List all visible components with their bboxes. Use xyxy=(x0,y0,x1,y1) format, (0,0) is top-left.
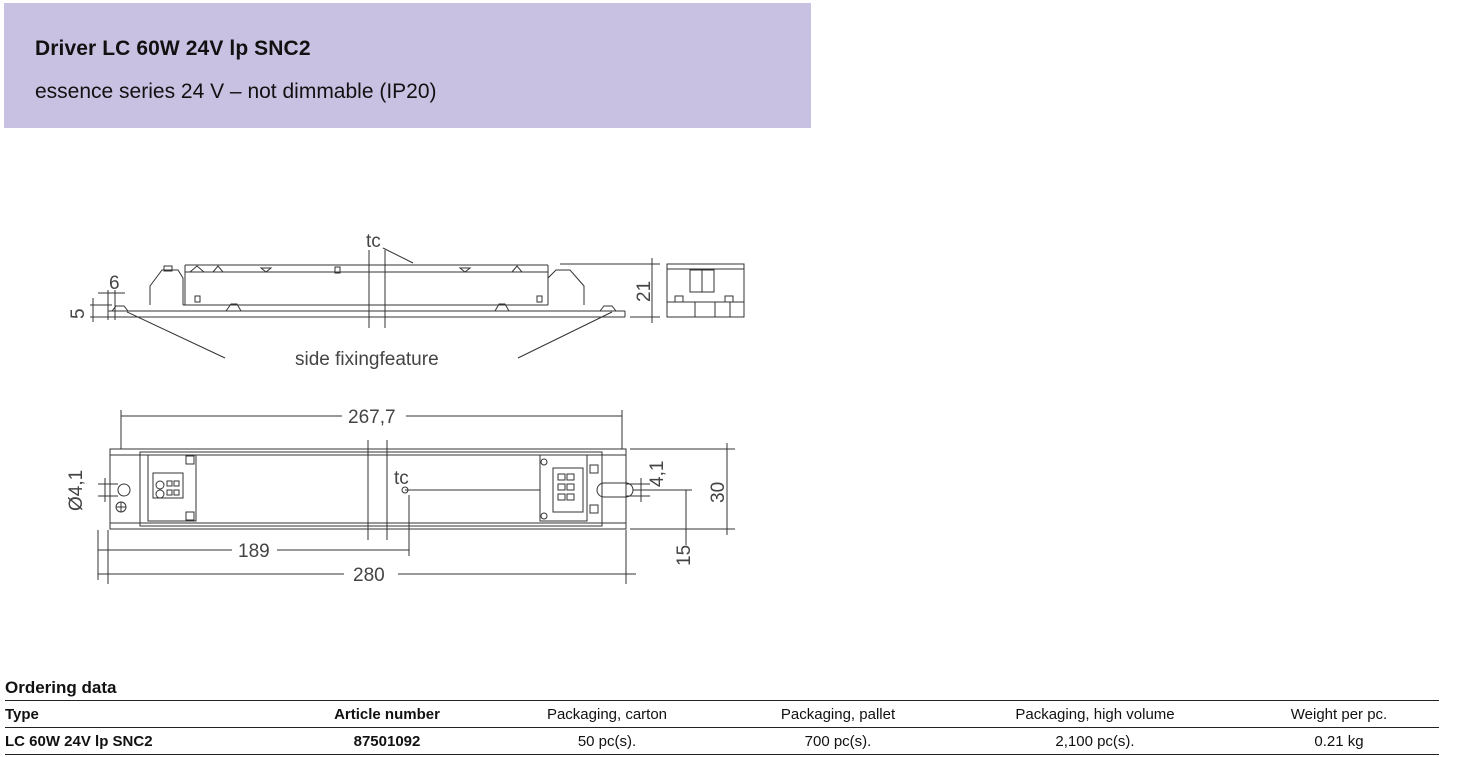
cell-packaging-pallet: 700 pc(s). xyxy=(804,733,872,750)
column-header-article: Article number xyxy=(334,706,440,723)
column-header-weight: Weight per pc. xyxy=(1290,706,1388,723)
side-fixing-label: side fixingfeature xyxy=(295,349,439,370)
top-view-dim-4-1: 4,1 xyxy=(647,461,668,487)
product-subtitle: essence series 24 V – not dimmable (IP20… xyxy=(35,80,437,103)
ordering-data-title: Ordering data xyxy=(5,678,117,697)
product-title: Driver LC 60W 24V lp SNC2 xyxy=(35,37,311,60)
top-view-dim-30: 30 xyxy=(708,482,729,503)
ordering-table: Type Article number Packaging, carton Pa… xyxy=(5,700,1439,755)
cell-article-number: 87501092 xyxy=(353,733,421,750)
top-view-dim-189: 189 xyxy=(238,541,270,562)
top-view xyxy=(97,410,735,584)
side-view xyxy=(90,247,745,359)
technical-drawing: tc 6 5 21 side fixingfeature 267,7 Ø4,1 … xyxy=(66,231,745,586)
column-header-high-volume: Packaging, high volume xyxy=(1015,706,1175,723)
top-view-dim-15: 15 xyxy=(674,545,695,566)
side-view-dim-5: 5 xyxy=(68,308,89,319)
cell-weight: 0.21 kg xyxy=(1314,733,1364,750)
cell-packaging-carton: 50 pc(s). xyxy=(577,733,637,750)
top-view-dim-267-7: 267,7 xyxy=(348,407,396,428)
top-view-dim-280: 280 xyxy=(353,565,385,586)
side-view-tc-label: tc xyxy=(366,231,381,252)
side-view-dim-6: 6 xyxy=(109,273,120,294)
top-view-tc-label: tc xyxy=(394,468,409,489)
header-band: Driver LC 60W 24V lp SNC2 essence series… xyxy=(4,3,811,128)
side-view-dim-21: 21 xyxy=(634,281,655,302)
table-header-row: Type Article number Packaging, carton Pa… xyxy=(5,701,1439,728)
column-header-carton: Packaging, carton xyxy=(546,706,668,723)
table-row: LC 60W 24V lp SNC2 87501092 50 pc(s). 70… xyxy=(5,728,1439,755)
top-view-dim-d4-1: Ø4,1 xyxy=(66,470,87,511)
cell-packaging-high-volume: 2,100 pc(s). xyxy=(1055,733,1135,750)
column-header-type: Type xyxy=(5,706,39,723)
cell-type: LC 60W 24V lp SNC2 xyxy=(5,733,153,750)
column-header-pallet: Packaging, pallet xyxy=(780,706,896,723)
